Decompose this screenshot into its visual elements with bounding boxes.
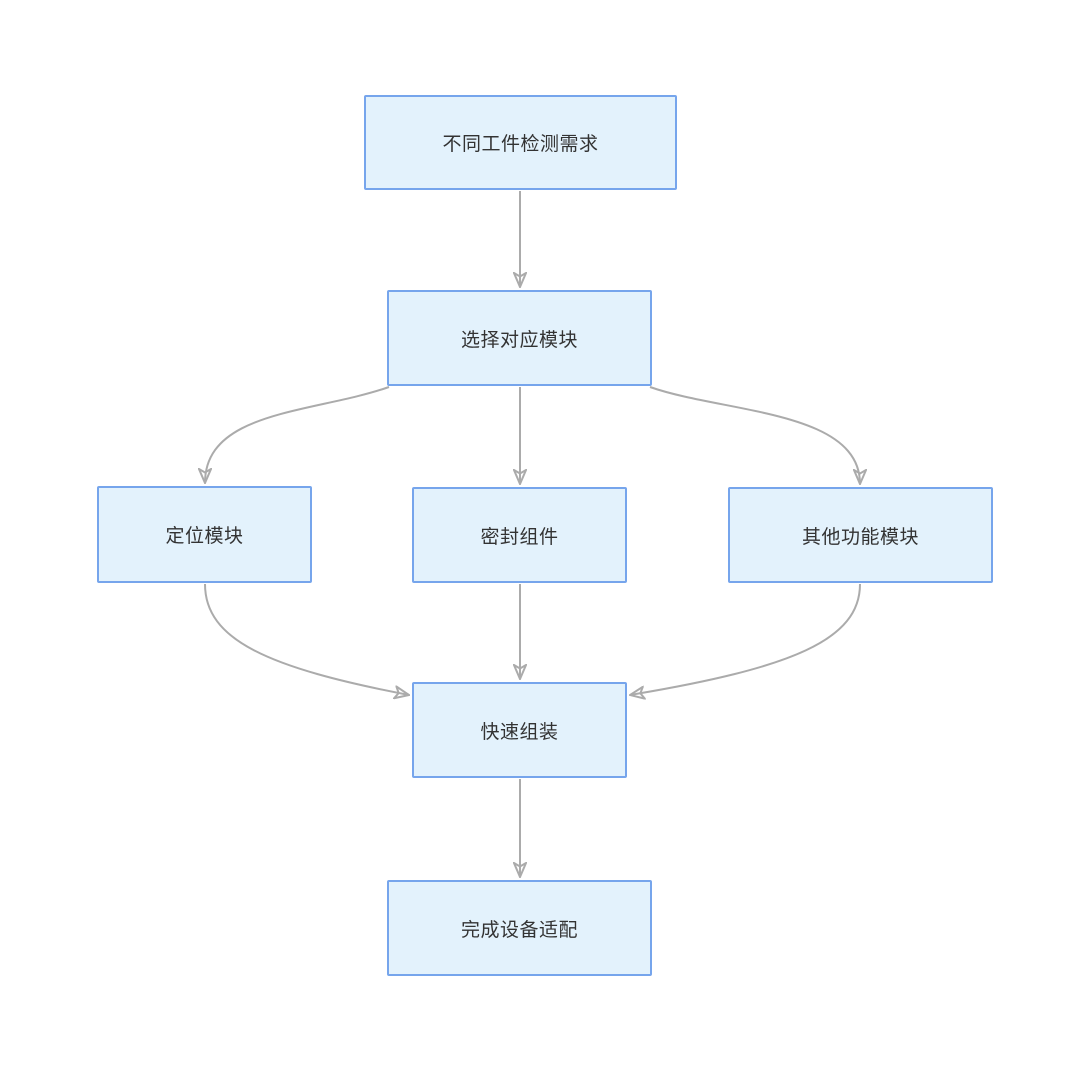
edge-select-module-to-positioning-module	[205, 386, 390, 483]
node-sealing-component: 密封组件	[412, 487, 627, 583]
edge-positioning-module-to-quick-assembly	[204, 583, 409, 695]
node-device-adaptation-label: 完成设备适配	[460, 919, 578, 941]
node-quick-assembly: 快速组装	[412, 682, 627, 778]
node-positioning-module-label: 定位模块	[165, 526, 244, 547]
node-requirements-label: 不同工件检测需求	[442, 134, 599, 155]
node-select-module: 选择对应模块	[387, 290, 652, 386]
edge-select-module-to-other-function-module	[649, 386, 860, 484]
node-positioning-module: 定位模块	[97, 486, 312, 583]
node-device-adaptation: 完成设备适配	[387, 880, 652, 976]
node-requirements: 不同工件检测需求	[364, 95, 677, 190]
node-other-function-module-label: 其他功能模块	[801, 526, 919, 548]
node-sealing-component-label: 密封组件	[480, 526, 559, 548]
node-select-module-label: 选择对应模块	[460, 329, 578, 351]
node-other-function-module: 其他功能模块	[728, 487, 993, 583]
edge-other-function-module-to-quick-assembly	[630, 583, 861, 695]
node-quick-assembly-label: 快速组装	[480, 721, 559, 743]
